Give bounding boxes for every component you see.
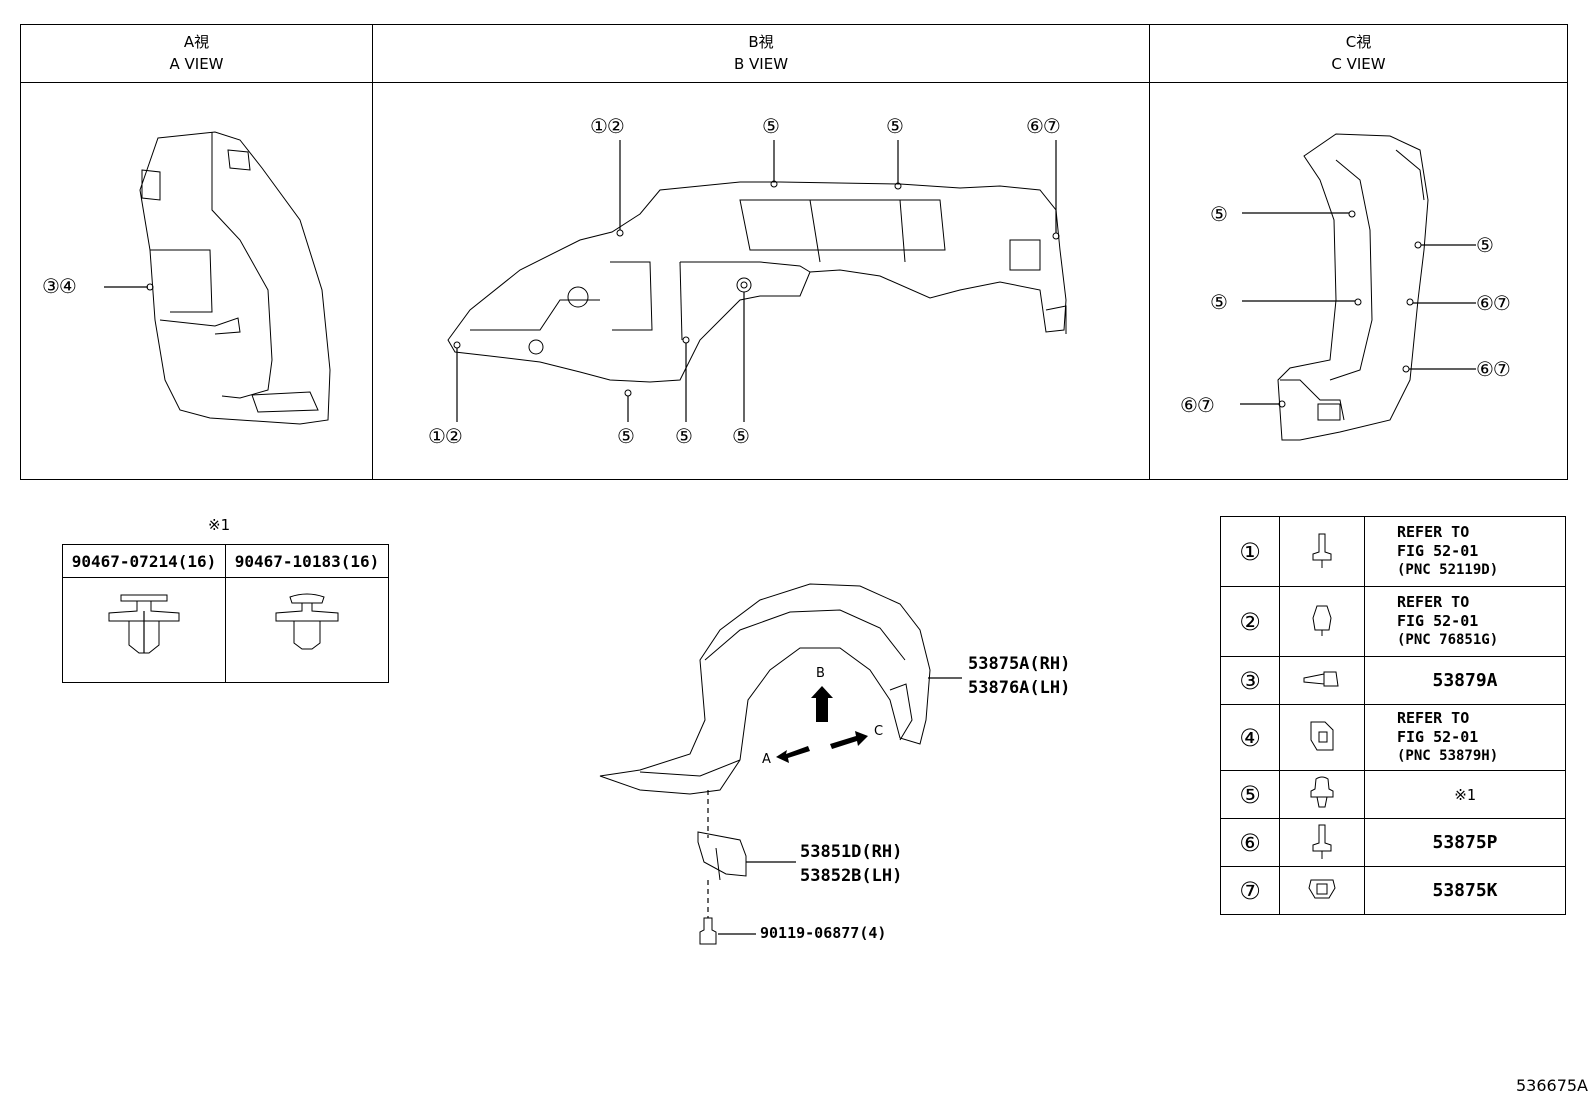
legend-ref-2-line3: (PNC 76851G) [1397,632,1499,648]
clip-table: 90467-07214(16) 90467-10183(16) [62,544,389,683]
legend-part-5: ※1 [1364,770,1566,819]
clip-cell-2 [225,577,389,683]
callout-c-67-right1: ⑥⑦ [1476,291,1511,315]
callout-c-67-left: ⑥⑦ [1180,393,1215,417]
part-flap-rh: 53851D(RH) [800,842,903,862]
callout-c-67-right2: ⑥⑦ [1476,357,1511,381]
b-view-panel: B視 B VIEW [373,25,1150,479]
callout-c-5-right1: ⑤ [1476,233,1494,257]
push-clip-small-icon [275,593,339,650]
callout-b-5-top1: ⑤ [762,114,780,138]
callout-a-34: ③④ [42,274,77,298]
b-view-title-jp: B視 [748,33,774,51]
callout-b-5-bottom2: ⑤ [675,424,693,448]
part-bolt: 90119-06877(4) [760,924,887,942]
legend-num-4: ④ [1220,704,1280,771]
legend-ref-4-line3: (PNC 53879H) [1397,748,1499,764]
callout-b-67-top: ⑥⑦ [1026,114,1061,138]
legend-row-2: ② REFER TO FIG 52-01 (PNC 76851G) [1220,586,1566,657]
part-liner-rh: 53875A(RH) [968,654,1071,674]
legend-row-6: ⑥ 53875P [1220,818,1566,867]
legend-row-7: ⑦ 53875K [1220,866,1566,915]
b-view-header: B視 B VIEW [373,25,1149,83]
part-liner-lh: 53876A(LH) [968,678,1071,698]
legend-ref-4-line1: REFER TO [1397,709,1470,727]
views-frame: A視 A VIEW B視 B VIEW C視 C VIEW [20,24,1568,480]
a-view-header: A視 A VIEW [21,25,372,83]
side-screw-icon [1279,656,1365,705]
legend-ref-1: REFER TO FIG 52-01 (PNC 52119D) [1364,516,1566,587]
a-view-panel: A視 A VIEW [21,25,373,479]
arrow-label-b: B [816,666,825,681]
legend-ref-4-line2: FIG 52-01 [1397,728,1479,746]
callout-c-5-left2: ⑤ [1210,290,1228,314]
clip-header-2: 90467-10183(16) [225,544,389,578]
rivet-clip-icon [1279,770,1365,819]
legend-ref-1-line2: FIG 52-01 [1397,542,1479,560]
legend-part-3: 53879A [1364,656,1566,705]
legend-ref-4: REFER TO FIG 52-01 (PNC 53879H) [1364,704,1566,771]
arrow-label-c: C [874,724,884,739]
legend-num-7: ⑦ [1220,866,1280,915]
clip-note-mark: ※1 [208,516,231,534]
legend-ref-2-line1: REFER TO [1397,593,1470,611]
arrow-label-a: A [762,752,771,767]
figure-code: 536675A [1515,1076,1588,1095]
legend-num-5: ⑤ [1220,770,1280,819]
legend-table: ① REFER TO FIG 52-01 (PNC 52119D) ② REFE… [1220,516,1566,915]
c-view-panel: C視 C VIEW [1150,25,1567,479]
callout-b-12-top: ①② [590,114,625,138]
callout-b-5-bottom3: ⑤ [732,424,750,448]
legend-part-7: 53875K [1364,866,1566,915]
legend-num-2: ② [1220,586,1280,657]
clip-cell-1 [62,577,226,683]
c-view-title-en: C VIEW [1331,55,1386,73]
legend-row-5: ⑤ ※1 [1220,770,1566,819]
b-view-title-en: B VIEW [733,55,789,73]
callout-c-5-left1: ⑤ [1210,202,1228,226]
legend-ref-1-line3: (PNC 52119D) [1397,562,1499,578]
legend-part-6: 53875P [1364,818,1566,867]
screw-icon [1279,818,1365,867]
legend-row-1: ① REFER TO FIG 52-01 (PNC 52119D) [1220,516,1566,587]
callout-b-5-bottom1: ⑤ [617,424,635,448]
screw-icon [1279,516,1365,587]
callout-b-5-top2: ⑤ [886,114,904,138]
legend-row-4: ④ REFER TO FIG 52-01 (PNC 53879H) [1220,704,1566,771]
clip-header-1: 90467-07214(16) [62,544,226,578]
legend-ref-2-line2: FIG 52-01 [1397,612,1479,630]
legend-num-6: ⑥ [1220,818,1280,867]
nut-icon [1279,866,1365,915]
c-view-title-jp: C視 [1345,33,1372,51]
legend-row-3: ③ 53879A [1220,656,1566,705]
c-view-header: C視 C VIEW [1150,25,1567,83]
callout-b-12-bottom: ①② [428,424,463,448]
legend-ref-2: REFER TO FIG 52-01 (PNC 76851G) [1364,586,1566,657]
a-view-title-jp: A視 [183,33,210,51]
legend-num-3: ③ [1220,656,1280,705]
push-clip-icon [1279,586,1365,657]
a-view-title-en: A VIEW [169,55,224,73]
retainer-icon [1279,704,1365,771]
legend-ref-1-line1: REFER TO [1397,523,1470,541]
part-flap-lh: 53852B(LH) [800,866,903,886]
legend-num-1: ① [1220,516,1280,587]
push-clip-large-icon [108,594,180,654]
